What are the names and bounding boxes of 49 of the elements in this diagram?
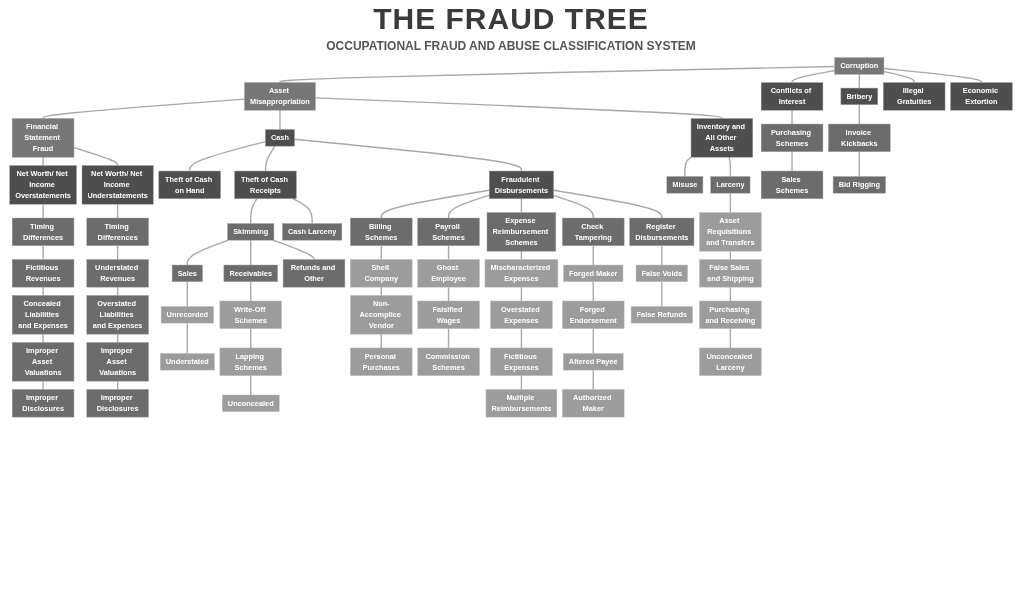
connector (592, 245, 594, 266)
connector (592, 327, 594, 355)
connector (552, 194, 594, 219)
connector (684, 156, 693, 178)
connector (791, 69, 836, 84)
connector (661, 245, 663, 266)
connector (883, 70, 915, 84)
connector (279, 65, 836, 84)
connector (189, 140, 267, 172)
connector (186, 239, 230, 266)
connector (729, 192, 732, 214)
connector (380, 189, 490, 219)
connector (279, 109, 281, 131)
connector (661, 280, 663, 308)
connector (250, 280, 252, 302)
connector (264, 145, 276, 172)
connector (858, 151, 861, 178)
connector (858, 104, 861, 125)
connector (791, 109, 793, 125)
connector (883, 67, 983, 84)
connector (729, 327, 732, 349)
connector (447, 327, 450, 349)
connector (42, 380, 44, 391)
connector (42, 98, 246, 120)
connector (447, 194, 490, 219)
connector (250, 198, 258, 225)
connector (186, 280, 188, 308)
connector (42, 333, 44, 344)
diagram-title: THE FRAUD TREE (373, 2, 649, 36)
connector (272, 239, 315, 261)
connector (250, 239, 252, 266)
connector (314, 97, 723, 120)
connector (520, 327, 523, 349)
connector (728, 156, 732, 178)
connector (292, 198, 313, 225)
connector (42, 156, 44, 167)
connector (552, 189, 663, 219)
connector (592, 280, 594, 302)
subtitle: OCCUPATIONAL FRAUD AND ABUSE CLASSIFICATION SYSTEM (326, 39, 696, 53)
connector (42, 245, 44, 261)
connector (293, 138, 523, 172)
connector (250, 374, 252, 396)
connector (42, 286, 44, 297)
connector (250, 327, 252, 349)
connector (73, 146, 119, 167)
connector (186, 322, 188, 355)
connector (592, 369, 594, 391)
connector (791, 151, 793, 172)
connector (42, 203, 44, 219)
